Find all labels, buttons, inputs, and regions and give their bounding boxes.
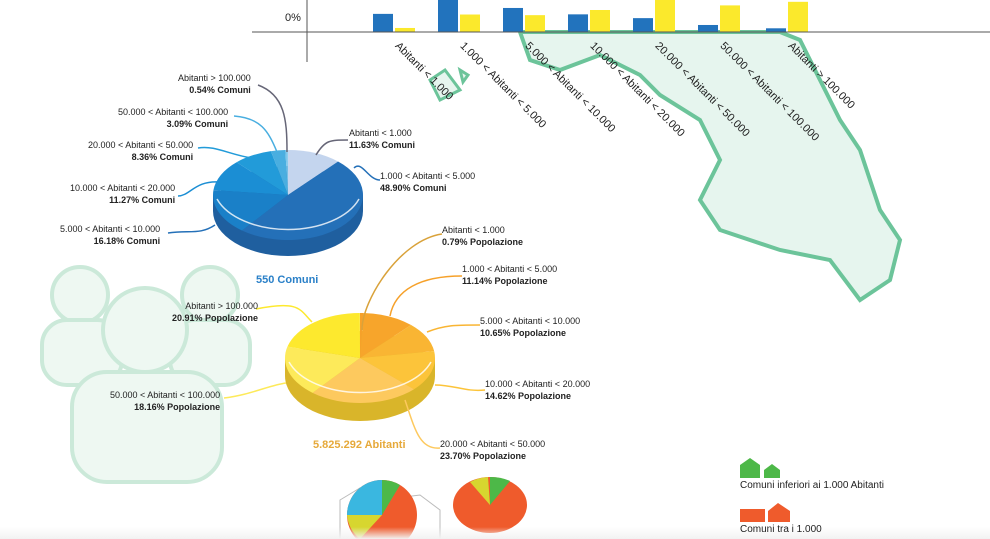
- pie-slice-5: [285, 346, 360, 393]
- leader-line: [167, 224, 216, 234]
- data-label-value: 10.65% Popolazione: [480, 328, 567, 338]
- data-label-value: 3.09% Comuni: [166, 119, 229, 129]
- data-label-category: 20.000 < Abitanti < 50.000: [440, 439, 546, 449]
- data-label-value: 16.18% Comuni: [93, 236, 161, 246]
- pie-comuni-total: 550 Comuni: [256, 274, 319, 286]
- mini-pies: [339, 476, 527, 539]
- leader-line: [223, 382, 287, 399]
- data-label-category: Abitanti > 100.000: [178, 73, 251, 83]
- data-label-category: 10.000 < Abitanti < 20.000: [485, 379, 591, 389]
- legend-item-small: Comuni inferiori ai 1.000 Abitanti: [740, 480, 884, 491]
- data-label-value: 0.79% Popolazione: [442, 237, 524, 247]
- bar-popolazione-2: [525, 15, 545, 33]
- pie-popolazione-total: 5.825.292 Abitanti: [313, 439, 406, 451]
- bar-popolazione-1: [460, 14, 480, 32]
- data-label: Abitanti < 1.000 11.63% Comuni: [349, 127, 415, 151]
- data-label-category: 20.000 < Abitanti < 50.000: [88, 140, 194, 150]
- data-label-value: 48.90% Comuni: [380, 183, 447, 193]
- house-icon-orange: [740, 503, 790, 522]
- data-label-category: 1.000 < Abitanti < 5.000: [462, 264, 558, 274]
- leader-lines: [167, 84, 486, 449]
- leader-line: [361, 233, 443, 331]
- data-label: 20.000 < Abitanti < 50.000 23.70% Popolaz…: [440, 438, 545, 462]
- people-silhouette: [40, 265, 252, 484]
- bar-chart: [373, 0, 808, 33]
- leader-line: [233, 115, 278, 153]
- data-label-value: 14.62% Popolazione: [485, 391, 572, 401]
- pie-slice-6: [285, 150, 288, 195]
- leader-line: [197, 146, 253, 159]
- pie-slice-6: [287, 313, 360, 358]
- bar-comuni-4: [633, 18, 653, 32]
- data-label-value: 11.63% Comuni: [349, 140, 416, 150]
- leader-line: [315, 139, 349, 156]
- bar-comuni-1: [438, 0, 458, 32]
- data-label-category: 1.000 < Abitanti < 5.000: [380, 171, 476, 181]
- bar-comuni-2: [503, 7, 523, 33]
- pie-slice-3: [213, 162, 288, 195]
- pie-slice-2: [212, 190, 288, 231]
- data-label-category: 50.000 < Abitanti < 100.000: [118, 107, 229, 117]
- pie-comuni: [212, 150, 364, 256]
- data-label-value: 0.54% Comuni: [189, 85, 251, 95]
- bar-comuni-0: [373, 13, 393, 32]
- leader-line: [404, 399, 441, 449]
- data-label-category: 10.000 < Abitanti < 20.000: [70, 183, 176, 193]
- legend-item-medium: Comuni tra i 1.000: [740, 524, 822, 535]
- data-label-category: Abitanti < 1.000: [442, 225, 505, 235]
- pie-slice-1: [360, 313, 412, 358]
- leader-line: [426, 324, 481, 333]
- map-background: [428, 30, 903, 303]
- leader-line: [255, 304, 313, 323]
- leader-line: [434, 384, 486, 392]
- leader-line: [177, 181, 221, 197]
- y-tick-0: 0%: [285, 12, 301, 24]
- data-label: 1.000 < Abitanti < 5.000 11.14% Popolazio…: [462, 263, 557, 287]
- data-label: 1.000 < Abitanti < 5.000 48.90% Comuni: [380, 170, 475, 194]
- leader-line: [257, 84, 288, 153]
- pie-slice-0: [288, 150, 339, 195]
- data-label: Abitanti > 100.000 20.91% Popolazione: [172, 300, 258, 324]
- data-label-value: 8.36% Comuni: [131, 152, 194, 162]
- pie-slice-4: [236, 151, 288, 195]
- bar-popolazione-3: [590, 9, 610, 33]
- data-label: 5.000 < Abitanti < 10.000 10.65% Popolazi…: [480, 315, 580, 339]
- data-label-value: 23.70% Popolazione: [440, 451, 527, 461]
- pie-slice-5: [270, 150, 288, 195]
- data-label-value: 11.27% Comuni: [109, 195, 176, 205]
- house-icon-green: [740, 458, 780, 478]
- bar-comuni-3: [568, 14, 588, 33]
- bar-comuni-5: [698, 24, 718, 32]
- bar-popolazione-6: [788, 1, 808, 33]
- data-label: 5.000 < Abitanti < 10.000 16.18% Comuni: [60, 223, 160, 247]
- data-label: 10.000 < Abitanti < 20.000 14.62% Popolaz…: [485, 378, 590, 402]
- data-label: 50.000 < Abitanti < 100.000 3.09% Comuni: [118, 106, 228, 130]
- bar-comuni-6: [766, 28, 786, 32]
- pie-popolazione: [285, 313, 435, 421]
- data-label-value: 20.91% Popolazione: [172, 313, 259, 323]
- data-label-category: Abitanti > 100.000: [185, 301, 259, 311]
- pie-slice-2: [360, 325, 435, 358]
- data-label: 50.000 < Abitanti < 100.000 18.16% Popola…: [110, 389, 220, 413]
- bar-popolazione-4: [655, 0, 675, 33]
- bar-popolazione-0: [395, 27, 415, 32]
- data-label-category: 5.000 < Abitanti < 10.000: [480, 316, 581, 326]
- data-label: 10.000 < Abitanti < 20.000 11.27% Comuni: [70, 182, 175, 206]
- pie-slice-3: [360, 351, 435, 390]
- leader-line: [353, 165, 381, 181]
- pie-slice-4: [312, 358, 415, 404]
- data-label: Abitanti > 100.000 0.54% Comuni: [178, 72, 251, 96]
- bar-popolazione-5: [720, 5, 740, 32]
- data-label: Abitanti < 1.000 0.79% Popolazione: [442, 224, 523, 248]
- data-label-category: 5.000 < Abitanti < 10.000: [60, 224, 161, 234]
- data-label-value: 18.16% Popolazione: [134, 402, 221, 412]
- leader-line: [389, 275, 463, 317]
- data-label-category: Abitanti < 1.000: [349, 128, 412, 138]
- data-label-value: 11.14% Popolazione: [462, 276, 548, 286]
- data-label: 20.000 < Abitanti < 50.000 8.36% Comuni: [88, 139, 193, 163]
- data-label-category: 50.000 < Abitanti < 100.000: [110, 390, 221, 400]
